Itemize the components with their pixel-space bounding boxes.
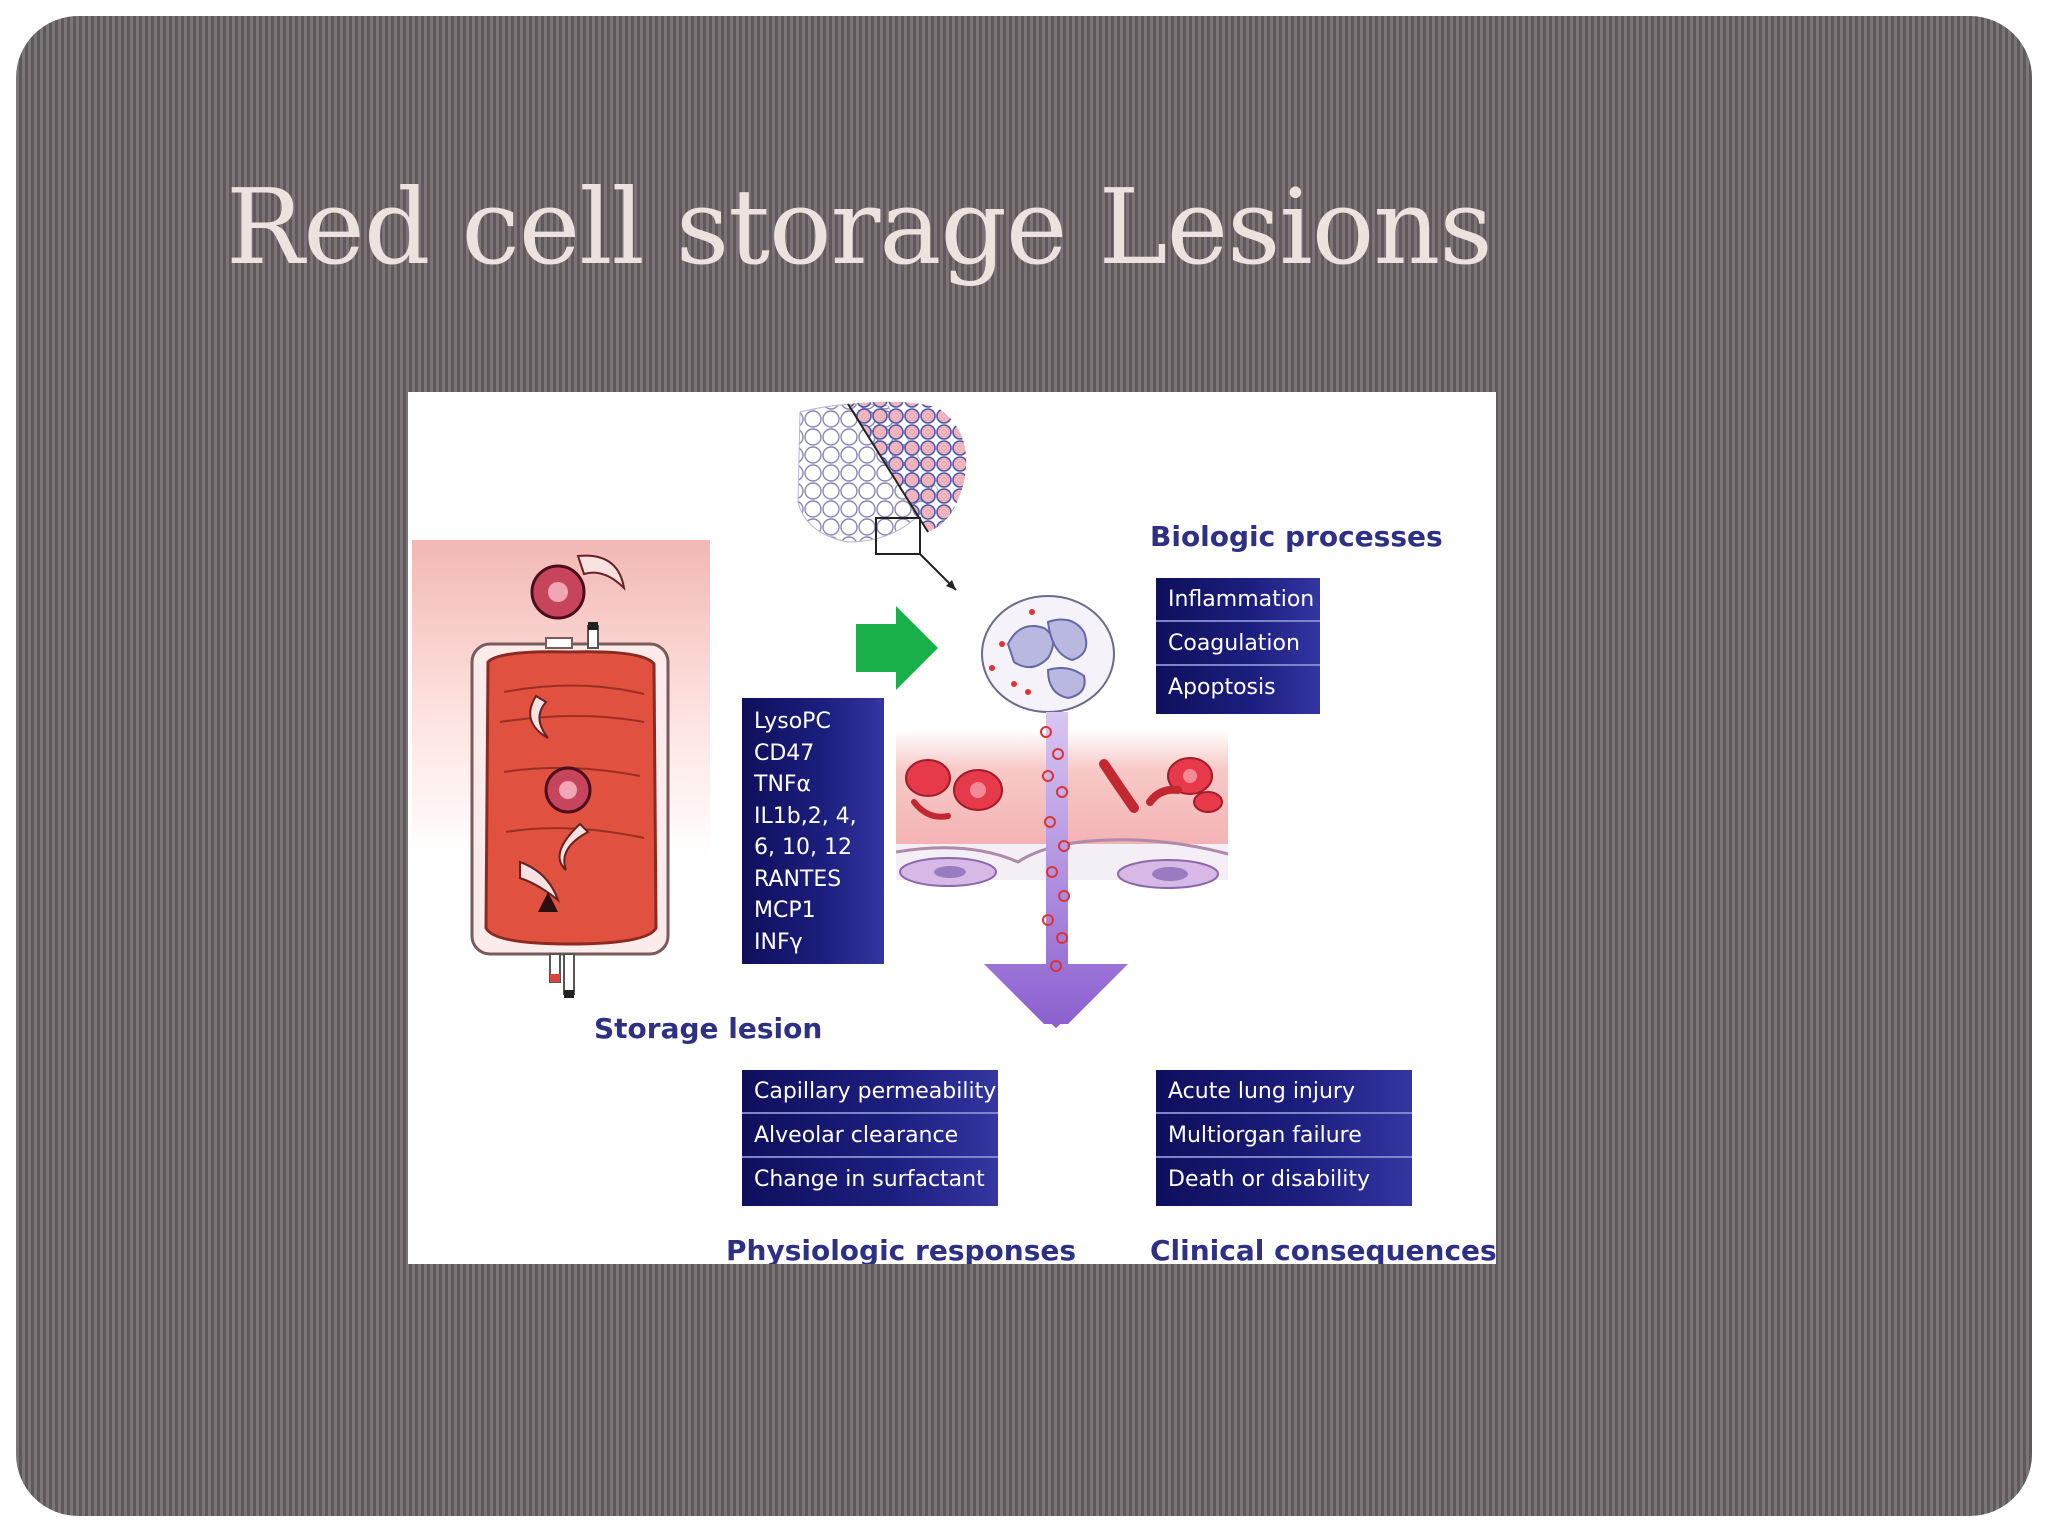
clinical-consequences-box: Acute lung injury Multiorgan failure Dea… [1156,1070,1412,1206]
physiologic-response-item: Capillary permeability [742,1070,998,1114]
physiologic-responses-box: Capillary permeability Alveolar clearanc… [742,1070,998,1206]
purple-arrow [984,712,1128,1028]
blood-bag-illustration [412,540,710,998]
mediator-item: CD47 [754,740,815,766]
mediator-item: IL1b,2, 4, [754,803,857,829]
clinical-consequence-item: Acute lung injury [1156,1070,1412,1114]
clinical-consequence-item: Death or disability [1168,1167,1370,1192]
mediator-item: RANTES [754,866,842,892]
storage-lesion-diagram: Biologic processes Storage lesion Physio… [408,392,1496,1264]
biologic-processes-heading: Biologic processes [1150,520,1443,553]
slide: Red cell storage Lesions [16,16,2032,1516]
mediator-item: TNFα [754,772,812,797]
lung-tissue-illustration [797,401,967,591]
green-arrow [856,606,938,690]
biologic-process-item: Inflammation [1156,578,1320,622]
alveolus-illustration [981,595,1115,713]
diagram-illustration [412,401,1229,1028]
biologic-process-item: Coagulation [1156,622,1320,666]
physiologic-responses-heading: Physiologic responses [726,1234,1077,1264]
physiologic-response-item: Alveolar clearance [742,1114,998,1158]
clinical-consequences-heading: Clinical consequences [1150,1234,1496,1264]
storage-lesion-heading: Storage lesion [594,1012,823,1045]
mediator-item: LysoPC [754,709,831,734]
mediator-item: 6, 10, 12 [754,835,852,860]
mediator-item: INFγ [754,929,803,955]
clinical-consequence-item: Multiorgan failure [1156,1114,1412,1158]
slide-title: Red cell storage Lesions [226,166,1493,288]
biologic-process-item: Apoptosis [1168,675,1276,700]
mediators-box: LysoPC CD47 TNFα IL1b,2, 4, 6, 10, 12 RA… [742,698,884,964]
mediator-item: MCP1 [754,898,816,923]
physiologic-response-item: Change in surfactant [754,1167,985,1192]
biologic-processes-box: Inflammation Coagulation Apoptosis [1156,578,1320,714]
